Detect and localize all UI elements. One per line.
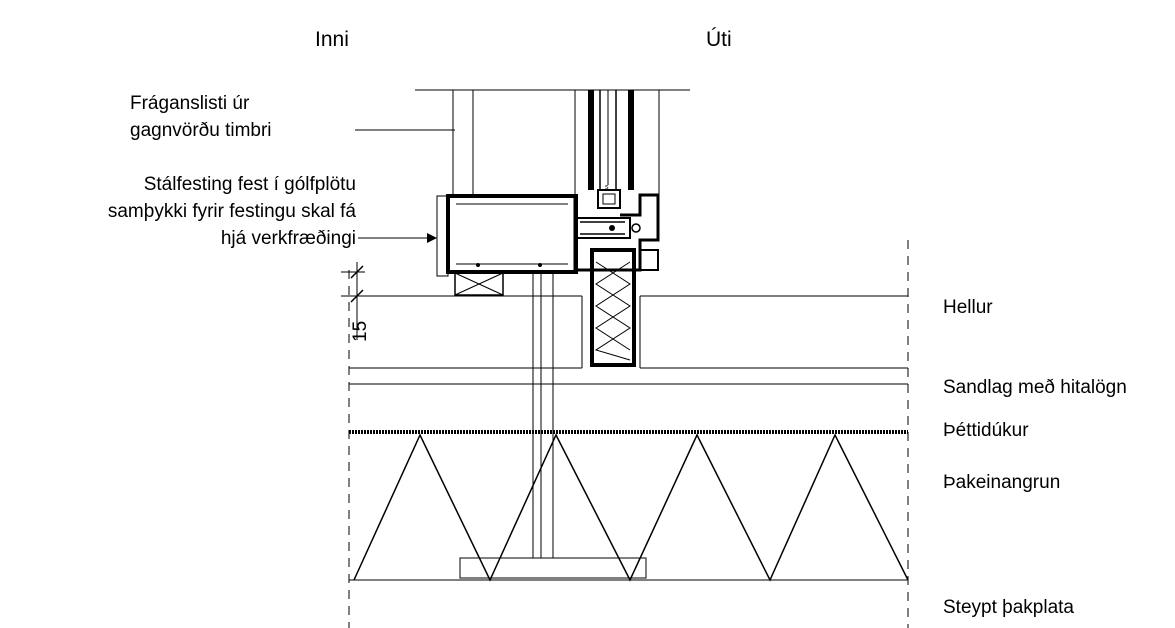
dimension-value: 15 [350,321,371,342]
timber-block [454,272,504,296]
layer-label-tiles: Hellur [943,297,993,318]
callout-steel-line-1: Stálfesting fest í gólfplötu [144,174,356,195]
callout-timber-line-1: Fráganslisti úr [130,93,250,114]
outside-label: Úti [706,28,732,51]
layer-label-insulation: Þakeinangrun [943,472,1060,493]
layer-label-sand-bed: Sandlag með hitalögn [943,377,1127,398]
layer-label-membrane: Þéttidúkur [943,420,1029,441]
callout-timber-strip: Fráganslisti úr gagnvörðu timbri [130,93,455,141]
callout-steel-bracket: Stálfesting fest í gólfplötu samþykki fy… [108,174,437,249]
inside-label: Inni [315,28,349,51]
outer-frame-profile [573,193,660,272]
glazing-unit: s [588,90,634,209]
tile-layer [349,295,908,369]
inner-sill-profile [446,194,578,274]
callout-steel-line-3: hjá verkfræðingi [221,228,356,249]
steel-bracket [459,272,647,579]
callout-timber-line-2: gagnvörðu timbri [130,120,272,141]
layer-label-slab: Steypt þakplata [943,597,1074,618]
callout-steel-line-2: samþykki fyrir festingu skal fá [108,201,357,222]
svg-text:s: s [605,184,609,191]
dimension-mark [341,262,365,340]
frame-insulation-block [590,248,636,367]
timber-strip [436,195,449,277]
